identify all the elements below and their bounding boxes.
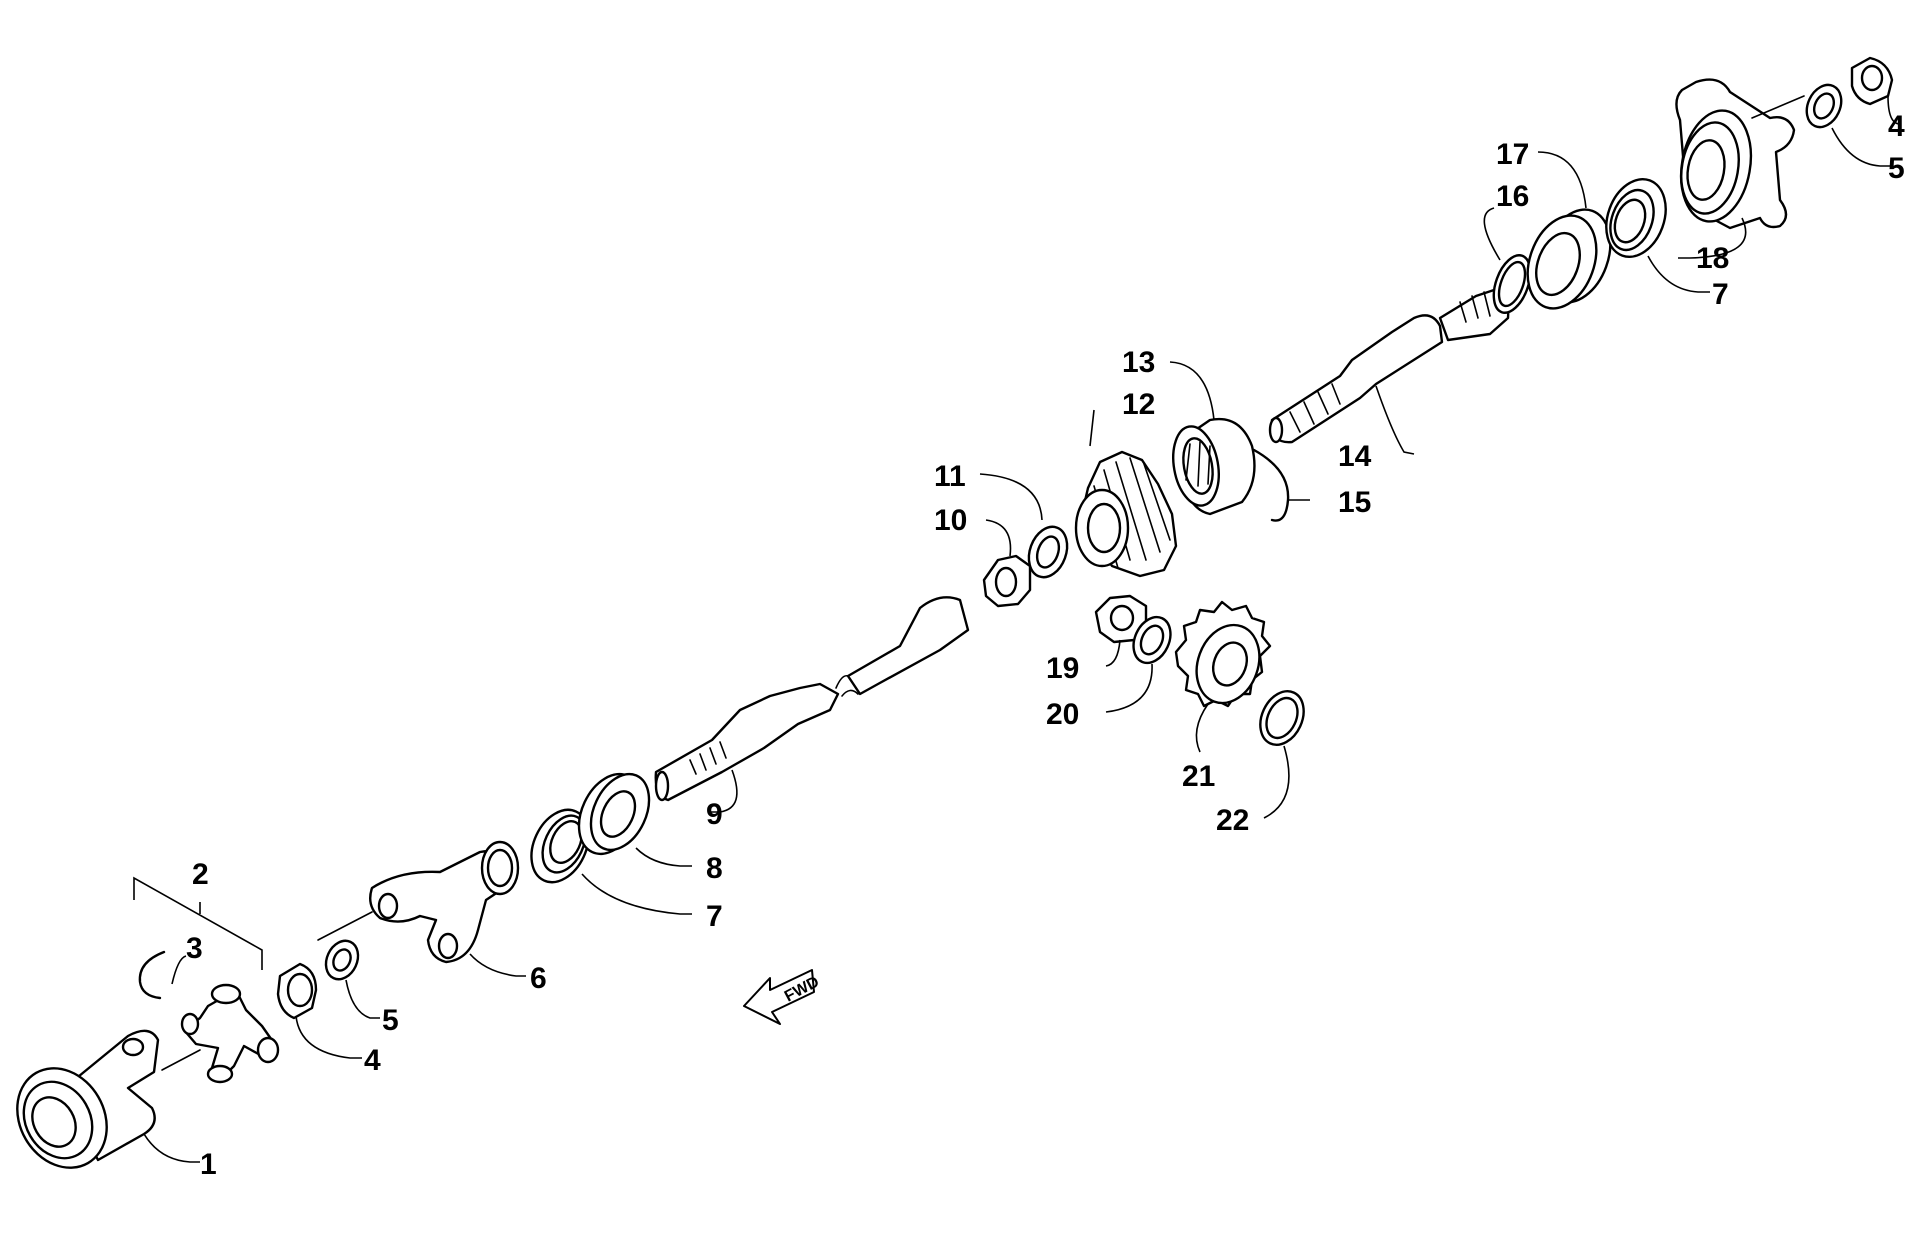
callout-2: 2 — [192, 858, 209, 891]
forward-direction-arrow: FWD — [743, 969, 822, 1025]
callout-9: 9 — [706, 798, 723, 831]
callout-22: 22 — [1216, 804, 1249, 837]
part-1-flange-yoke — [16, 1029, 201, 1169]
callout-3: 3 — [186, 932, 203, 965]
callout-8: 8 — [706, 852, 723, 885]
callout-6: 6 — [530, 962, 547, 995]
callout-21: 21 — [1182, 760, 1215, 793]
callout-20: 20 — [1046, 698, 1079, 731]
part-5-washer-upper — [1805, 83, 1843, 129]
part-19-nut — [1094, 594, 1148, 644]
callout-14: 14 — [1338, 440, 1372, 473]
leader-lines — [133, 95, 1901, 1163]
callout-7-lower: 7 — [706, 900, 723, 933]
part-9-driveshaft — [654, 596, 970, 802]
callout-19: 19 — [1046, 652, 1079, 685]
part-8-bearing-lower — [577, 772, 651, 856]
callout-1: 1 — [200, 1148, 217, 1181]
callout-11: 11 — [934, 460, 966, 493]
part-4-nut-lower — [276, 962, 318, 1020]
part-7-seal-upper — [1605, 178, 1667, 258]
part-12-pinion-gear — [1074, 450, 1178, 578]
callout-labels: 1 2 3 4 5 6 7 8 9 10 11 12 13 14 15 16 1… — [186, 110, 1905, 1181]
callout-5-lower: 5 — [382, 1004, 399, 1037]
callout-7-upper: 7 — [1712, 278, 1729, 311]
callout-16: 16 — [1496, 180, 1529, 213]
part-13-roller-bearing — [1172, 417, 1256, 516]
part-2-universal-joint — [180, 983, 280, 1084]
part-11-washer — [1027, 525, 1069, 579]
part-22-shim — [1259, 690, 1305, 746]
callout-5-upper: 5 — [1888, 152, 1905, 185]
part-5-washer-lower — [324, 939, 360, 981]
part-15-snap-ring — [1252, 448, 1290, 522]
part-3-snap-ring — [138, 950, 166, 1000]
callout-15: 15 — [1338, 486, 1371, 519]
part-7-seal-lower — [530, 808, 590, 884]
part-16-o-ring — [1492, 254, 1532, 314]
callout-13: 13 — [1122, 346, 1155, 379]
callout-4-lower: 4 — [364, 1044, 381, 1077]
callout-12: 12 — [1122, 388, 1155, 421]
callout-17: 17 — [1496, 138, 1529, 171]
callout-18: 18 — [1696, 242, 1729, 275]
part-17-bearing-housing — [1526, 208, 1612, 310]
callout-4-upper: 4 — [1888, 110, 1905, 143]
part-20-washer — [1132, 615, 1172, 665]
part-6-slip-yoke — [317, 840, 520, 964]
part-10-nut — [982, 554, 1032, 608]
callout-10: 10 — [934, 504, 967, 537]
part-18-output-flange — [1675, 78, 1805, 230]
part-4-nut-upper — [1850, 56, 1894, 106]
part-21-ring-gear — [1174, 600, 1272, 708]
